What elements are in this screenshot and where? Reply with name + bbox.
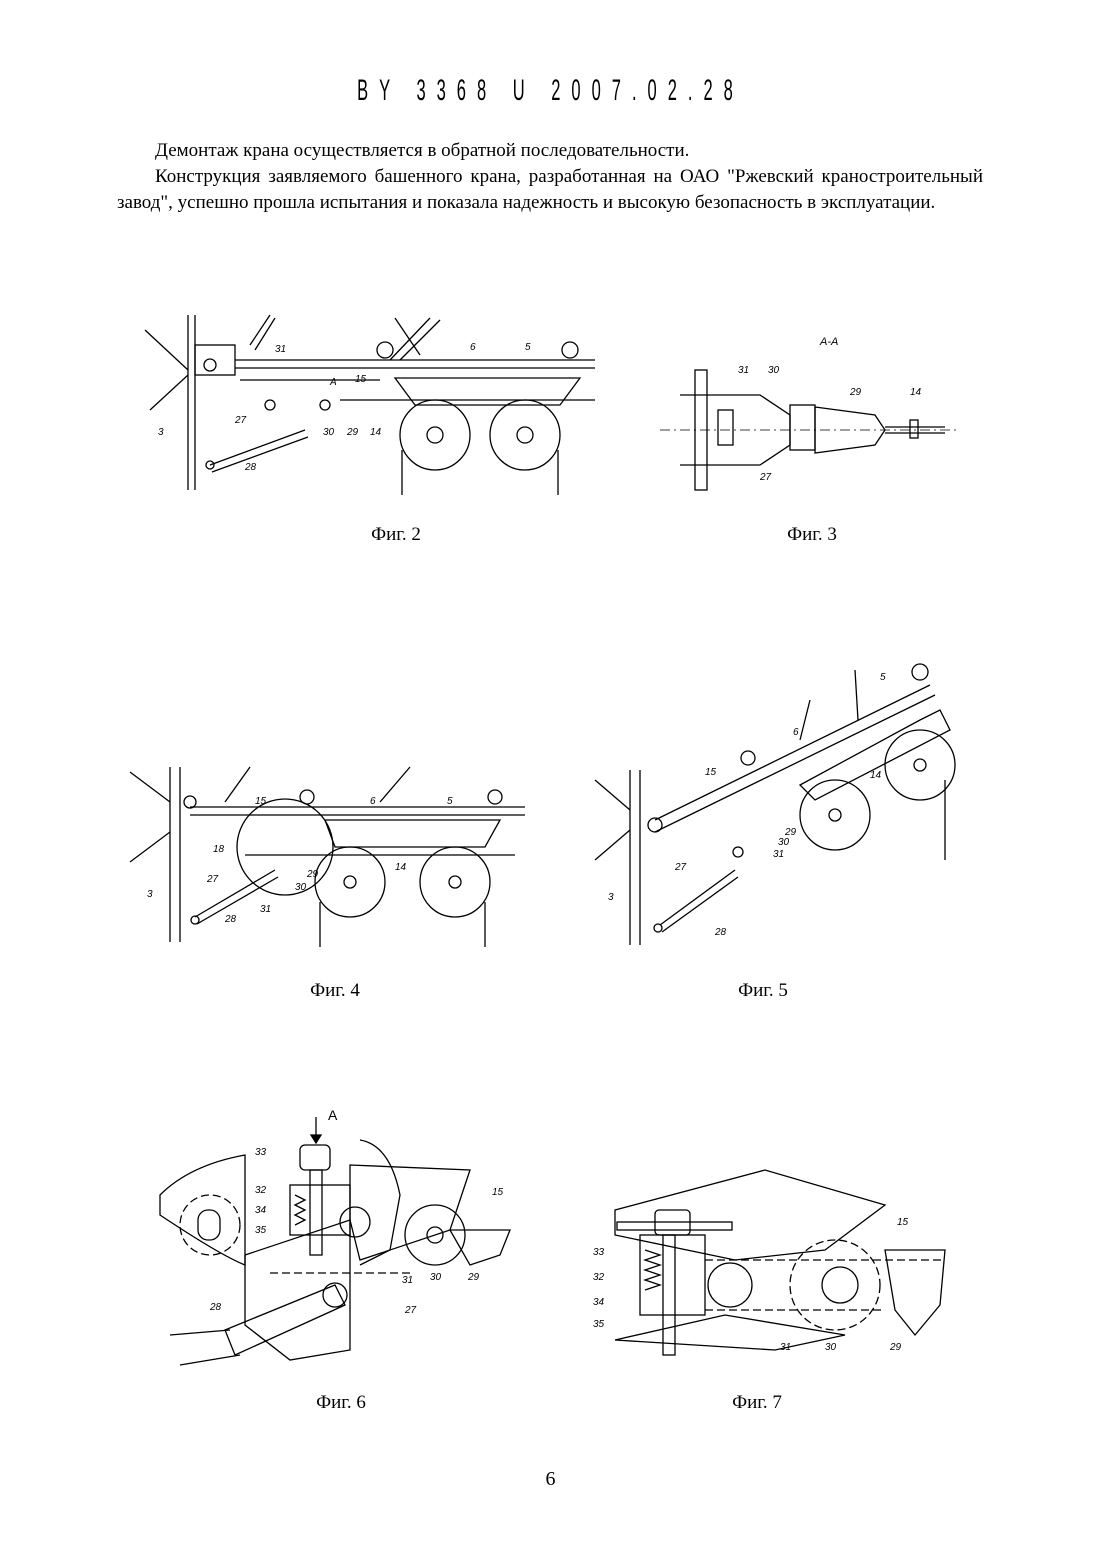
fig5-label-14: 14 [870, 770, 882, 781]
fig7-label-15: 15 [897, 1217, 909, 1228]
fig5-label-27: 27 [674, 862, 687, 873]
fig7-label-34: 34 [593, 1297, 605, 1308]
fig3-label-31: 31 [738, 365, 749, 376]
figure-4-drawing: 15 6 5 18 27 3 29 30 14 28 31 [125, 752, 540, 952]
fig6-label-32: 32 [255, 1185, 267, 1196]
fig6-label-34: 34 [255, 1205, 267, 1216]
fig5-label-3: 3 [608, 892, 614, 903]
fig6-label-31: 31 [402, 1275, 413, 1286]
figure-3-caption: Фиг. 3 [712, 524, 912, 546]
fig7-label-30: 30 [825, 1342, 837, 1353]
fig4-label-6: 6 [370, 796, 376, 807]
fig2-label-28: 28 [244, 462, 257, 473]
fig2-label-A: A [329, 377, 337, 388]
figure-6-drawing: A 33 32 34 35 15 31 30 29 27 28 [150, 1105, 520, 1375]
fig7-label-32: 32 [593, 1272, 605, 1283]
fig2-label-29: 29 [346, 427, 359, 438]
fig5-label-15: 15 [705, 767, 717, 778]
figure-2-drawing: 3 31 A 6 5 15 27 30 29 14 28 [140, 310, 600, 500]
fig4-label-27: 27 [206, 874, 219, 885]
body-text: Демонтаж крана осуществляется в обратной… [117, 138, 983, 216]
fig6-label-35: 35 [255, 1225, 267, 1236]
fig2-label-31: 31 [275, 344, 286, 355]
fig2-label-14: 14 [370, 427, 382, 438]
fig3-label-30: 30 [768, 365, 780, 376]
fig3-label-14: 14 [910, 387, 922, 398]
fig5-label-6: 6 [793, 727, 799, 738]
fig5-label-5: 5 [880, 672, 886, 683]
fig2-label-27: 27 [234, 415, 247, 426]
paragraph-2: Конструкция заявляемого башенного крана,… [117, 164, 983, 216]
fig4-label-30: 30 [295, 882, 307, 893]
fig2-label-3: 3 [158, 427, 164, 438]
fig7-label-29: 29 [889, 1342, 902, 1353]
figure-5: 5 6 15 14 29 30 31 27 3 28 [590, 660, 980, 950]
fig6-label-30: 30 [430, 1272, 442, 1283]
figure-6-caption: Фиг. 6 [241, 1392, 441, 1414]
figure-3-drawing: A-A 31 30 29 14 27 [660, 335, 960, 500]
fig2-label-5: 5 [525, 342, 531, 353]
figure-2: 3 31 A 6 5 15 27 30 29 14 28 [140, 310, 600, 500]
figure-6: A 33 32 34 35 15 31 30 29 27 28 [150, 1105, 520, 1375]
fig5-label-28: 28 [714, 927, 727, 938]
document-header: BY 3368 U 2007.02.28 [248, 74, 854, 108]
fig4-label-5: 5 [447, 796, 453, 807]
fig2-label-15: 15 [355, 374, 367, 385]
figure-4: 15 6 5 18 27 3 29 30 14 28 31 [125, 752, 540, 952]
page-number: 6 [0, 1468, 1101, 1491]
fig4-label-3: 3 [147, 889, 153, 900]
fig7-label-35: 35 [593, 1319, 605, 1330]
fig3-label-29: 29 [849, 387, 862, 398]
fig4-label-18: 18 [213, 844, 225, 855]
fig6-label-A: A [328, 1107, 338, 1123]
fig4-label-31: 31 [260, 904, 271, 915]
fig6-label-15: 15 [492, 1187, 504, 1198]
figure-5-drawing: 5 6 15 14 29 30 31 27 3 28 [590, 660, 980, 950]
fig4-label-14: 14 [395, 862, 407, 873]
fig5-label-31: 31 [773, 849, 784, 860]
paragraph-1: Демонтаж крана осуществляется в обратной… [117, 138, 983, 164]
fig3-label-AA: A-A [819, 336, 838, 348]
fig5-label-30: 30 [778, 837, 790, 848]
fig7-label-33: 33 [593, 1247, 605, 1258]
fig3-label-27: 27 [759, 472, 772, 483]
fig4-label-29: 29 [306, 869, 319, 880]
figure-7: 15 33 32 34 35 31 30 29 [585, 1160, 955, 1375]
fig7-label-31: 31 [780, 1342, 791, 1353]
figure-4-caption: Фиг. 4 [235, 980, 435, 1002]
figure-7-drawing: 15 33 32 34 35 31 30 29 [585, 1160, 955, 1375]
fig6-label-29: 29 [467, 1272, 480, 1283]
fig2-label-6: 6 [470, 342, 476, 353]
fig2-label-30: 30 [323, 427, 335, 438]
figure-2-caption: Фиг. 2 [296, 524, 496, 546]
figure-7-caption: Фиг. 7 [657, 1392, 857, 1414]
fig4-label-15: 15 [255, 796, 267, 807]
fig6-label-28: 28 [209, 1302, 222, 1313]
figure-3: A-A 31 30 29 14 27 [660, 335, 960, 500]
fig4-label-28: 28 [224, 914, 237, 925]
fig6-label-33: 33 [255, 1147, 267, 1158]
figure-5-caption: Фиг. 5 [663, 980, 863, 1002]
fig6-label-27: 27 [404, 1305, 417, 1316]
